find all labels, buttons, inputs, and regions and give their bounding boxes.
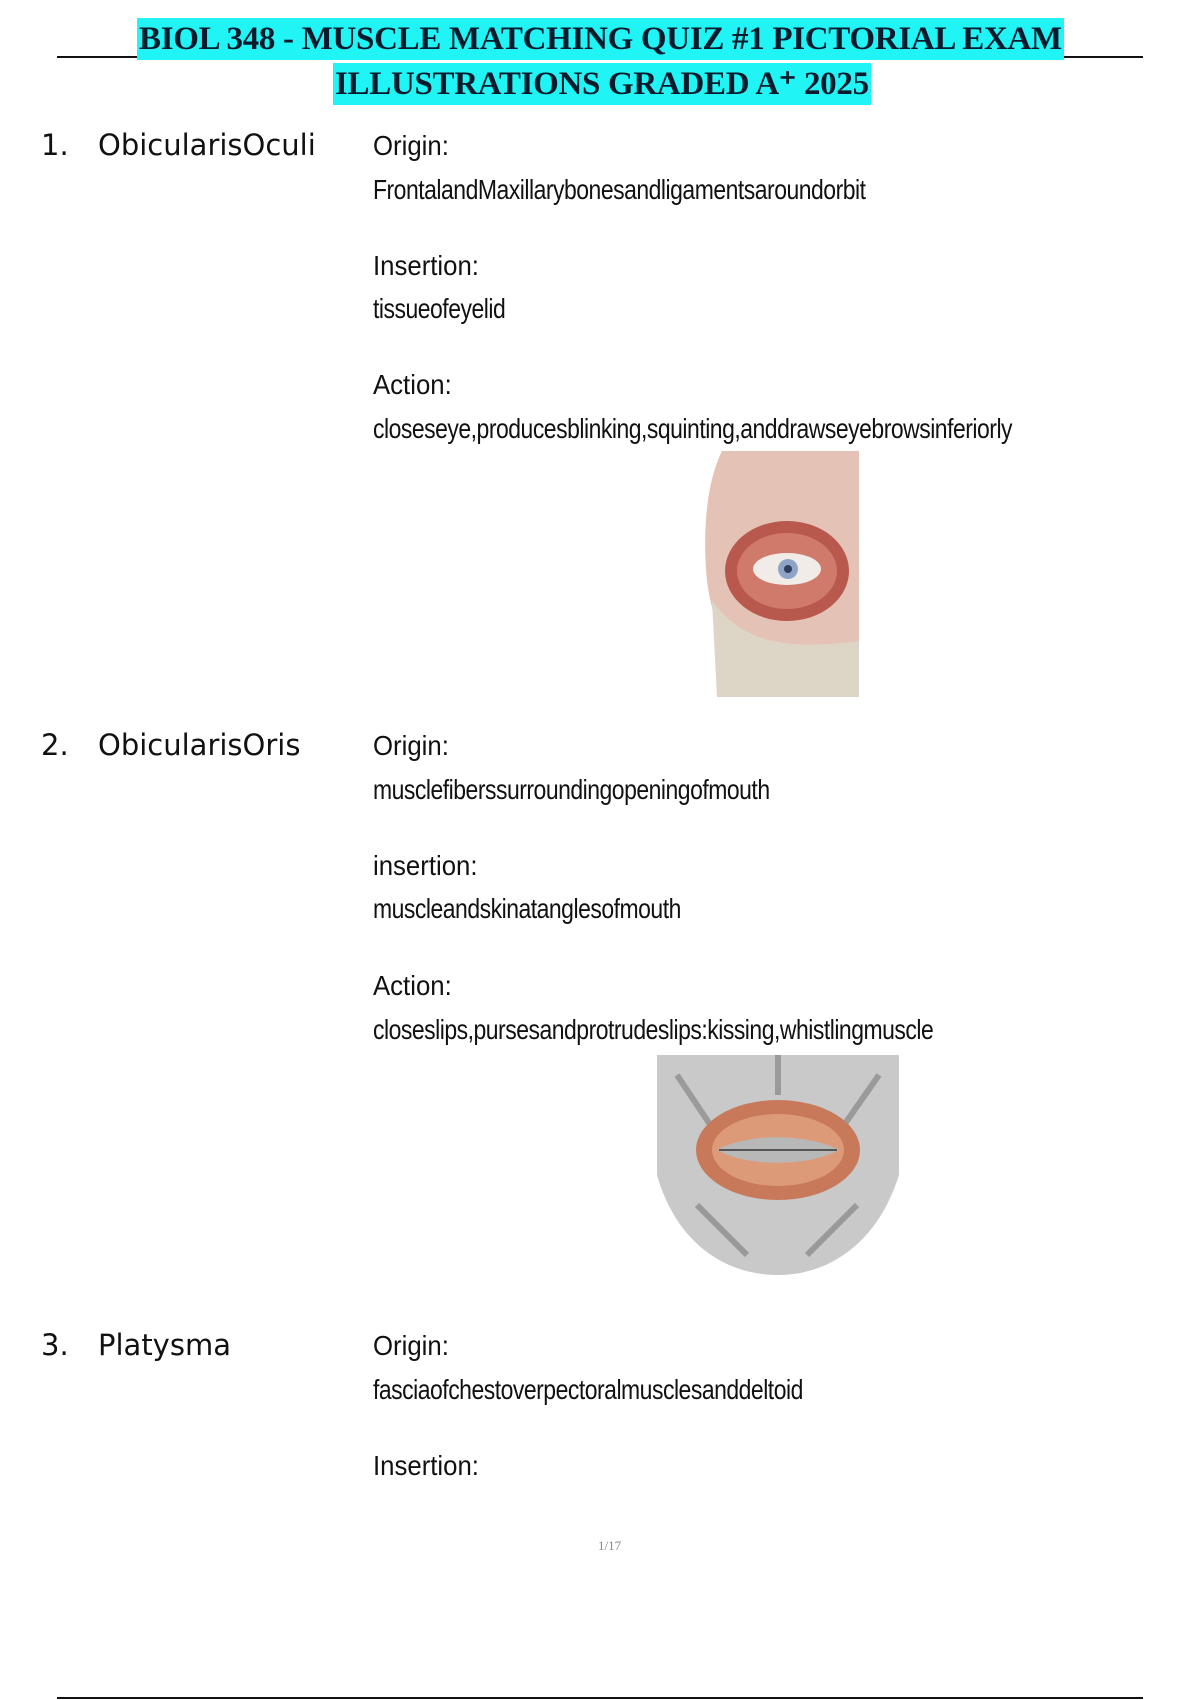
action-label: Action:: [373, 369, 452, 400]
origin-value: musclefiberssurroundingopeningofmouth: [373, 774, 770, 805]
origin-value: fasciaofchestoverpectoralmusclesanddelto…: [373, 1374, 803, 1405]
insertion-label: Insertion:: [373, 250, 479, 281]
insertion-value: muscleandskinatanglesofmouth: [373, 893, 681, 924]
orbicularis-oculi-illustration: [702, 451, 859, 697]
muscle-name: ObicularisOris: [98, 728, 301, 762]
insertion-label: Insertion:: [373, 1450, 479, 1481]
page-number: 1/17: [598, 1538, 622, 1553]
muscle-name: ObicularisOculi: [98, 128, 316, 162]
origin-label: Origin:: [373, 130, 449, 161]
item-number: 1.: [41, 128, 69, 162]
action-value: closeslips,pursesandprotrudeslips:kissin…: [373, 1014, 934, 1045]
item-number: 3.: [41, 1328, 69, 1362]
page-title-line2: ILLUSTRATIONS GRADED A⁺ 2025: [333, 63, 871, 105]
insertion-label: insertion:: [373, 850, 478, 881]
origin-label: Origin:: [373, 1330, 449, 1361]
origin-label: Origin:: [373, 730, 449, 761]
insertion-value: tissueofeyelid: [373, 293, 506, 324]
action-label: Action:: [373, 970, 452, 1001]
footer-rule: [57, 1697, 1143, 1699]
orbicularis-oris-illustration: [657, 1055, 899, 1275]
origin-value: FrontalandMaxillarybonesandligamentsarou…: [373, 174, 866, 205]
page-title-line1: BIOL 348 - MUSCLE MATCHING QUIZ #1 PICTO…: [137, 18, 1064, 60]
item-number: 2.: [41, 728, 69, 762]
action-value: closeseye,producesblinking,squinting,and…: [373, 413, 1013, 444]
muscle-name: Platysma: [98, 1328, 231, 1362]
